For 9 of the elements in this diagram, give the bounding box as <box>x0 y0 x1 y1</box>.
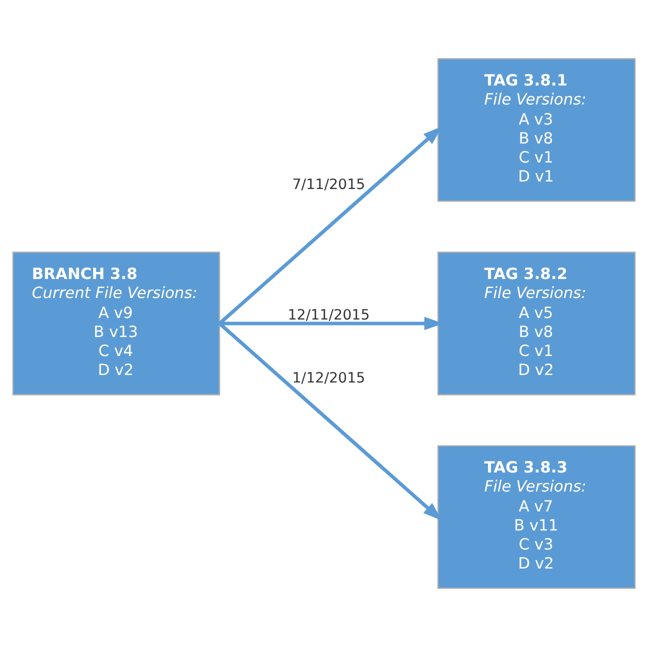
node-box: TAG 3.8.3 File Versions: A v7 B v11 C v3 D v2 <box>437 444 636 588</box>
edge-label: 7/11/2015 <box>292 176 366 192</box>
arrow <box>218 322 442 520</box>
arrow <box>218 126 442 324</box>
node-box: TAG 3.8.1 File Versions: A v3 B v8 C v1 D v1 <box>437 58 636 202</box>
edge-label: 1/12/2015 <box>292 370 366 386</box>
node-box: TAG 3.8.2 File Versions: A v5 B v8 C v1 D v2 <box>437 251 636 395</box>
node-box: BRANCH 3.8 Current File Versions: A v9 B v13 C v4 D v2 <box>12 251 220 395</box>
edge-label: 12/11/2015 <box>288 306 370 323</box>
